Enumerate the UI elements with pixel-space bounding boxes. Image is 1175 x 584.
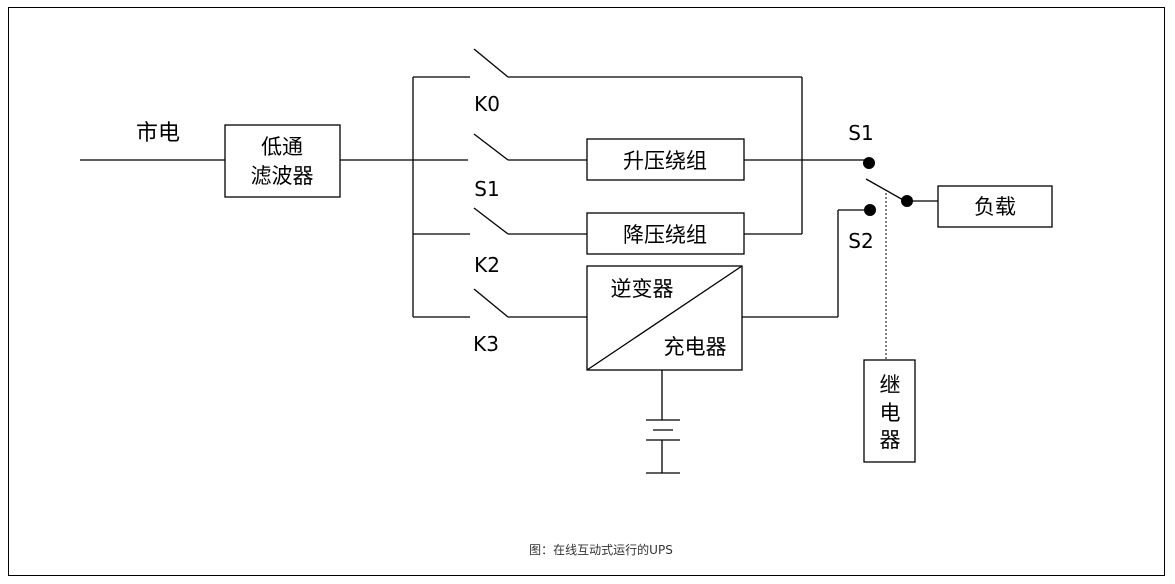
lowpass-filter-box — [224, 124, 341, 198]
load-box — [937, 185, 1053, 228]
lowpass-filter-label-1: 低通 — [261, 135, 303, 159]
boost-winding-label: 升压绕组 — [623, 149, 707, 173]
k2-switch-blade — [473, 207, 509, 235]
s1-right-label: S1 — [848, 121, 873, 145]
inverter-label: 逆变器 — [611, 277, 674, 301]
s2-contact-dot — [864, 204, 876, 216]
lowpass-filter-label-2: 滤波器 — [251, 164, 314, 188]
relay-box — [863, 359, 916, 463]
load-label: 负载 — [974, 195, 1016, 219]
transfer-switch-blade — [865, 178, 906, 202]
charger-label: 充电器 — [664, 335, 727, 359]
s2-right-label: S2 — [848, 229, 873, 253]
inverter-charger-box — [586, 265, 743, 371]
figure-caption: 图：在线互动式运行的UPS — [529, 542, 673, 557]
load-contact-dot — [901, 195, 913, 207]
k0-switch-blade — [473, 48, 509, 78]
s1-left-label: S1 — [474, 177, 499, 201]
inverter-diagonal — [586, 265, 743, 371]
k3-label: K3 — [473, 332, 499, 356]
relay-label-1: 继 — [880, 373, 901, 397]
s1-contact-dot — [863, 157, 875, 169]
s1-switch-blade — [473, 133, 509, 161]
relay-label-3: 器 — [880, 428, 901, 452]
relay-label-2: 电 — [880, 401, 901, 425]
k0-label: K0 — [474, 92, 500, 116]
buck-winding-label: 降压绕组 — [623, 223, 707, 247]
figure-frame — [8, 7, 1165, 576]
k2-label: K2 — [474, 253, 500, 277]
k3-switch-blade — [473, 288, 509, 318]
mains-label: 市电 — [136, 121, 180, 146]
